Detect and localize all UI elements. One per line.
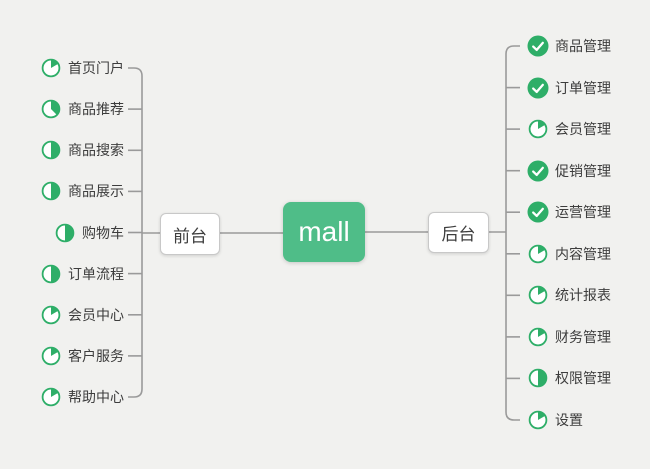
- progress-pie-icon: [40, 139, 62, 161]
- check-circle-icon: [527, 35, 549, 57]
- check-circle-icon: [527, 160, 549, 182]
- root-node-label: mall: [298, 216, 350, 247]
- topic-label: 运营管理: [555, 204, 611, 221]
- mindmap-topic-item[interactable]: 运营管理: [527, 200, 611, 224]
- mindmap-topic-item[interactable]: 订单流程: [40, 262, 124, 286]
- branch-node-label: 后台: [441, 225, 476, 244]
- topic-label: 首页门户: [68, 60, 124, 76]
- mindmap-topic-item[interactable]: 首页门户: [40, 56, 124, 80]
- mindmap-topic-item[interactable]: 商品推荐: [40, 97, 124, 121]
- progress-pie-icon: [40, 304, 62, 326]
- topic-label: 设置: [555, 412, 583, 428]
- progress-pie-icon: [54, 222, 76, 244]
- topic-label: 权限管理: [555, 370, 611, 387]
- progress-pie-icon: [40, 57, 62, 79]
- progress-pie-icon: [40, 98, 62, 120]
- mindmap-topic-item[interactable]: 商品管理: [527, 34, 611, 58]
- topic-label: 商品展示: [68, 183, 124, 200]
- topic-label: 会员中心: [68, 306, 124, 323]
- mindmap-topic-item[interactable]: 设置: [527, 408, 583, 432]
- topic-label: 促销管理: [555, 162, 611, 179]
- progress-pie-icon: [40, 386, 62, 408]
- progress-pie-icon: [40, 180, 62, 202]
- topic-label: 商品搜索: [68, 142, 124, 159]
- progress-pie-icon: [527, 118, 549, 140]
- topic-label: 内容管理: [555, 245, 611, 262]
- topic-label: 购物车: [82, 224, 124, 241]
- mindmap-topic-item[interactable]: 会员管理: [527, 117, 611, 141]
- topic-label: 订单管理: [555, 79, 611, 96]
- mindmap-topic-item[interactable]: 内容管理: [527, 242, 611, 266]
- topic-label: 订单流程: [68, 265, 124, 282]
- mindmap-topic-item[interactable]: 会员中心: [40, 303, 124, 327]
- mindmap-topic-item[interactable]: 统计报表: [527, 283, 611, 307]
- topic-label: 统计报表: [555, 287, 611, 304]
- check-circle-icon: [527, 77, 549, 99]
- branch-node-label: 前台: [173, 226, 207, 246]
- mindmap-topic-item[interactable]: 促销管理: [527, 159, 611, 183]
- topic-label: 商品管理: [555, 38, 611, 54]
- topic-label: 财务管理: [555, 328, 611, 345]
- progress-pie-icon: [527, 326, 549, 348]
- root-node-mall[interactable]: mall: [283, 202, 365, 262]
- mindmap-topic-item[interactable]: 订单管理: [527, 76, 611, 100]
- mindmap-topic-item[interactable]: 商品展示: [40, 179, 124, 203]
- progress-pie-icon: [527, 409, 549, 431]
- mindmap-topic-item[interactable]: 购物车: [54, 221, 124, 245]
- topic-label: 商品推荐: [68, 101, 124, 118]
- topic-label: 会员管理: [555, 121, 611, 138]
- mindmap-topic-item[interactable]: 客户服务: [40, 344, 124, 368]
- branch-node-frontend[interactable]: 前台: [160, 213, 220, 255]
- mindmap-topic-item[interactable]: 财务管理: [527, 325, 611, 349]
- mindmap-topic-item[interactable]: 商品搜索: [40, 138, 124, 162]
- topic-label: 帮助中心: [68, 389, 124, 405]
- mindmap-topic-item[interactable]: 帮助中心: [40, 385, 124, 409]
- progress-pie-icon: [527, 243, 549, 265]
- progress-pie-icon: [40, 345, 62, 367]
- check-circle-icon: [527, 201, 549, 223]
- progress-pie-icon: [527, 284, 549, 306]
- branch-node-backend[interactable]: 后台: [428, 212, 489, 253]
- topic-label: 客户服务: [68, 347, 124, 364]
- progress-pie-icon: [527, 367, 549, 389]
- progress-pie-icon: [40, 263, 62, 285]
- mindmap-topic-item[interactable]: 权限管理: [527, 366, 611, 390]
